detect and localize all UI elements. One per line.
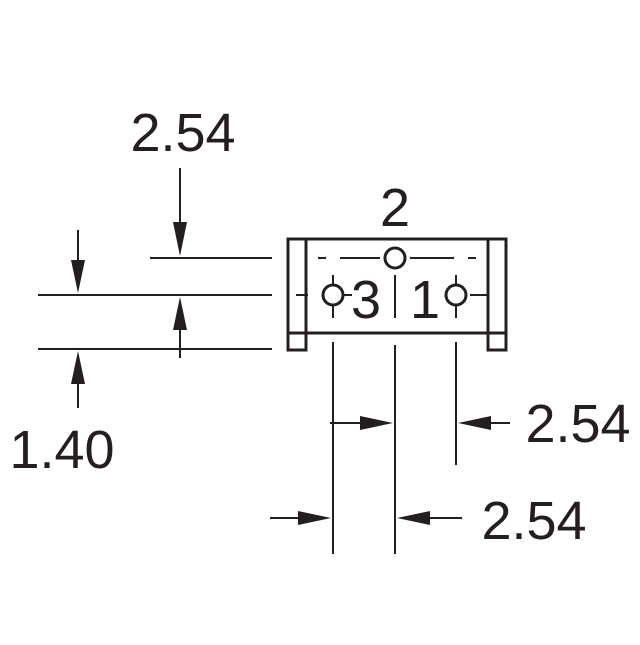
pin-2-circle [383, 246, 407, 270]
pin-3-circle [321, 283, 345, 307]
pin-markers [321, 246, 468, 318]
height-extension-lines [38, 257, 272, 350]
dim-right-lower-label: 2.54 [481, 491, 586, 551]
pin-extension-lines [332, 342, 457, 554]
dim-right-upper-label: 2.54 [525, 394, 630, 454]
body-outline [286, 237, 508, 335]
dim-body-height-label: 1.40 [9, 420, 114, 480]
dim-right-lower-arrows [270, 511, 462, 525]
pin-label-right: 1 [410, 270, 440, 330]
dim-right-upper-arrows [330, 416, 510, 430]
pin-1-circle [444, 283, 468, 307]
dim-top-pitch-label: 2.54 [130, 103, 235, 163]
body-centerline [296, 257, 488, 296]
pin-label-left: 3 [351, 270, 381, 330]
dim-top-pitch-arrows [173, 168, 187, 358]
dim-body-height-arrows [71, 230, 85, 408]
pin-label-top: 2 [380, 178, 410, 238]
